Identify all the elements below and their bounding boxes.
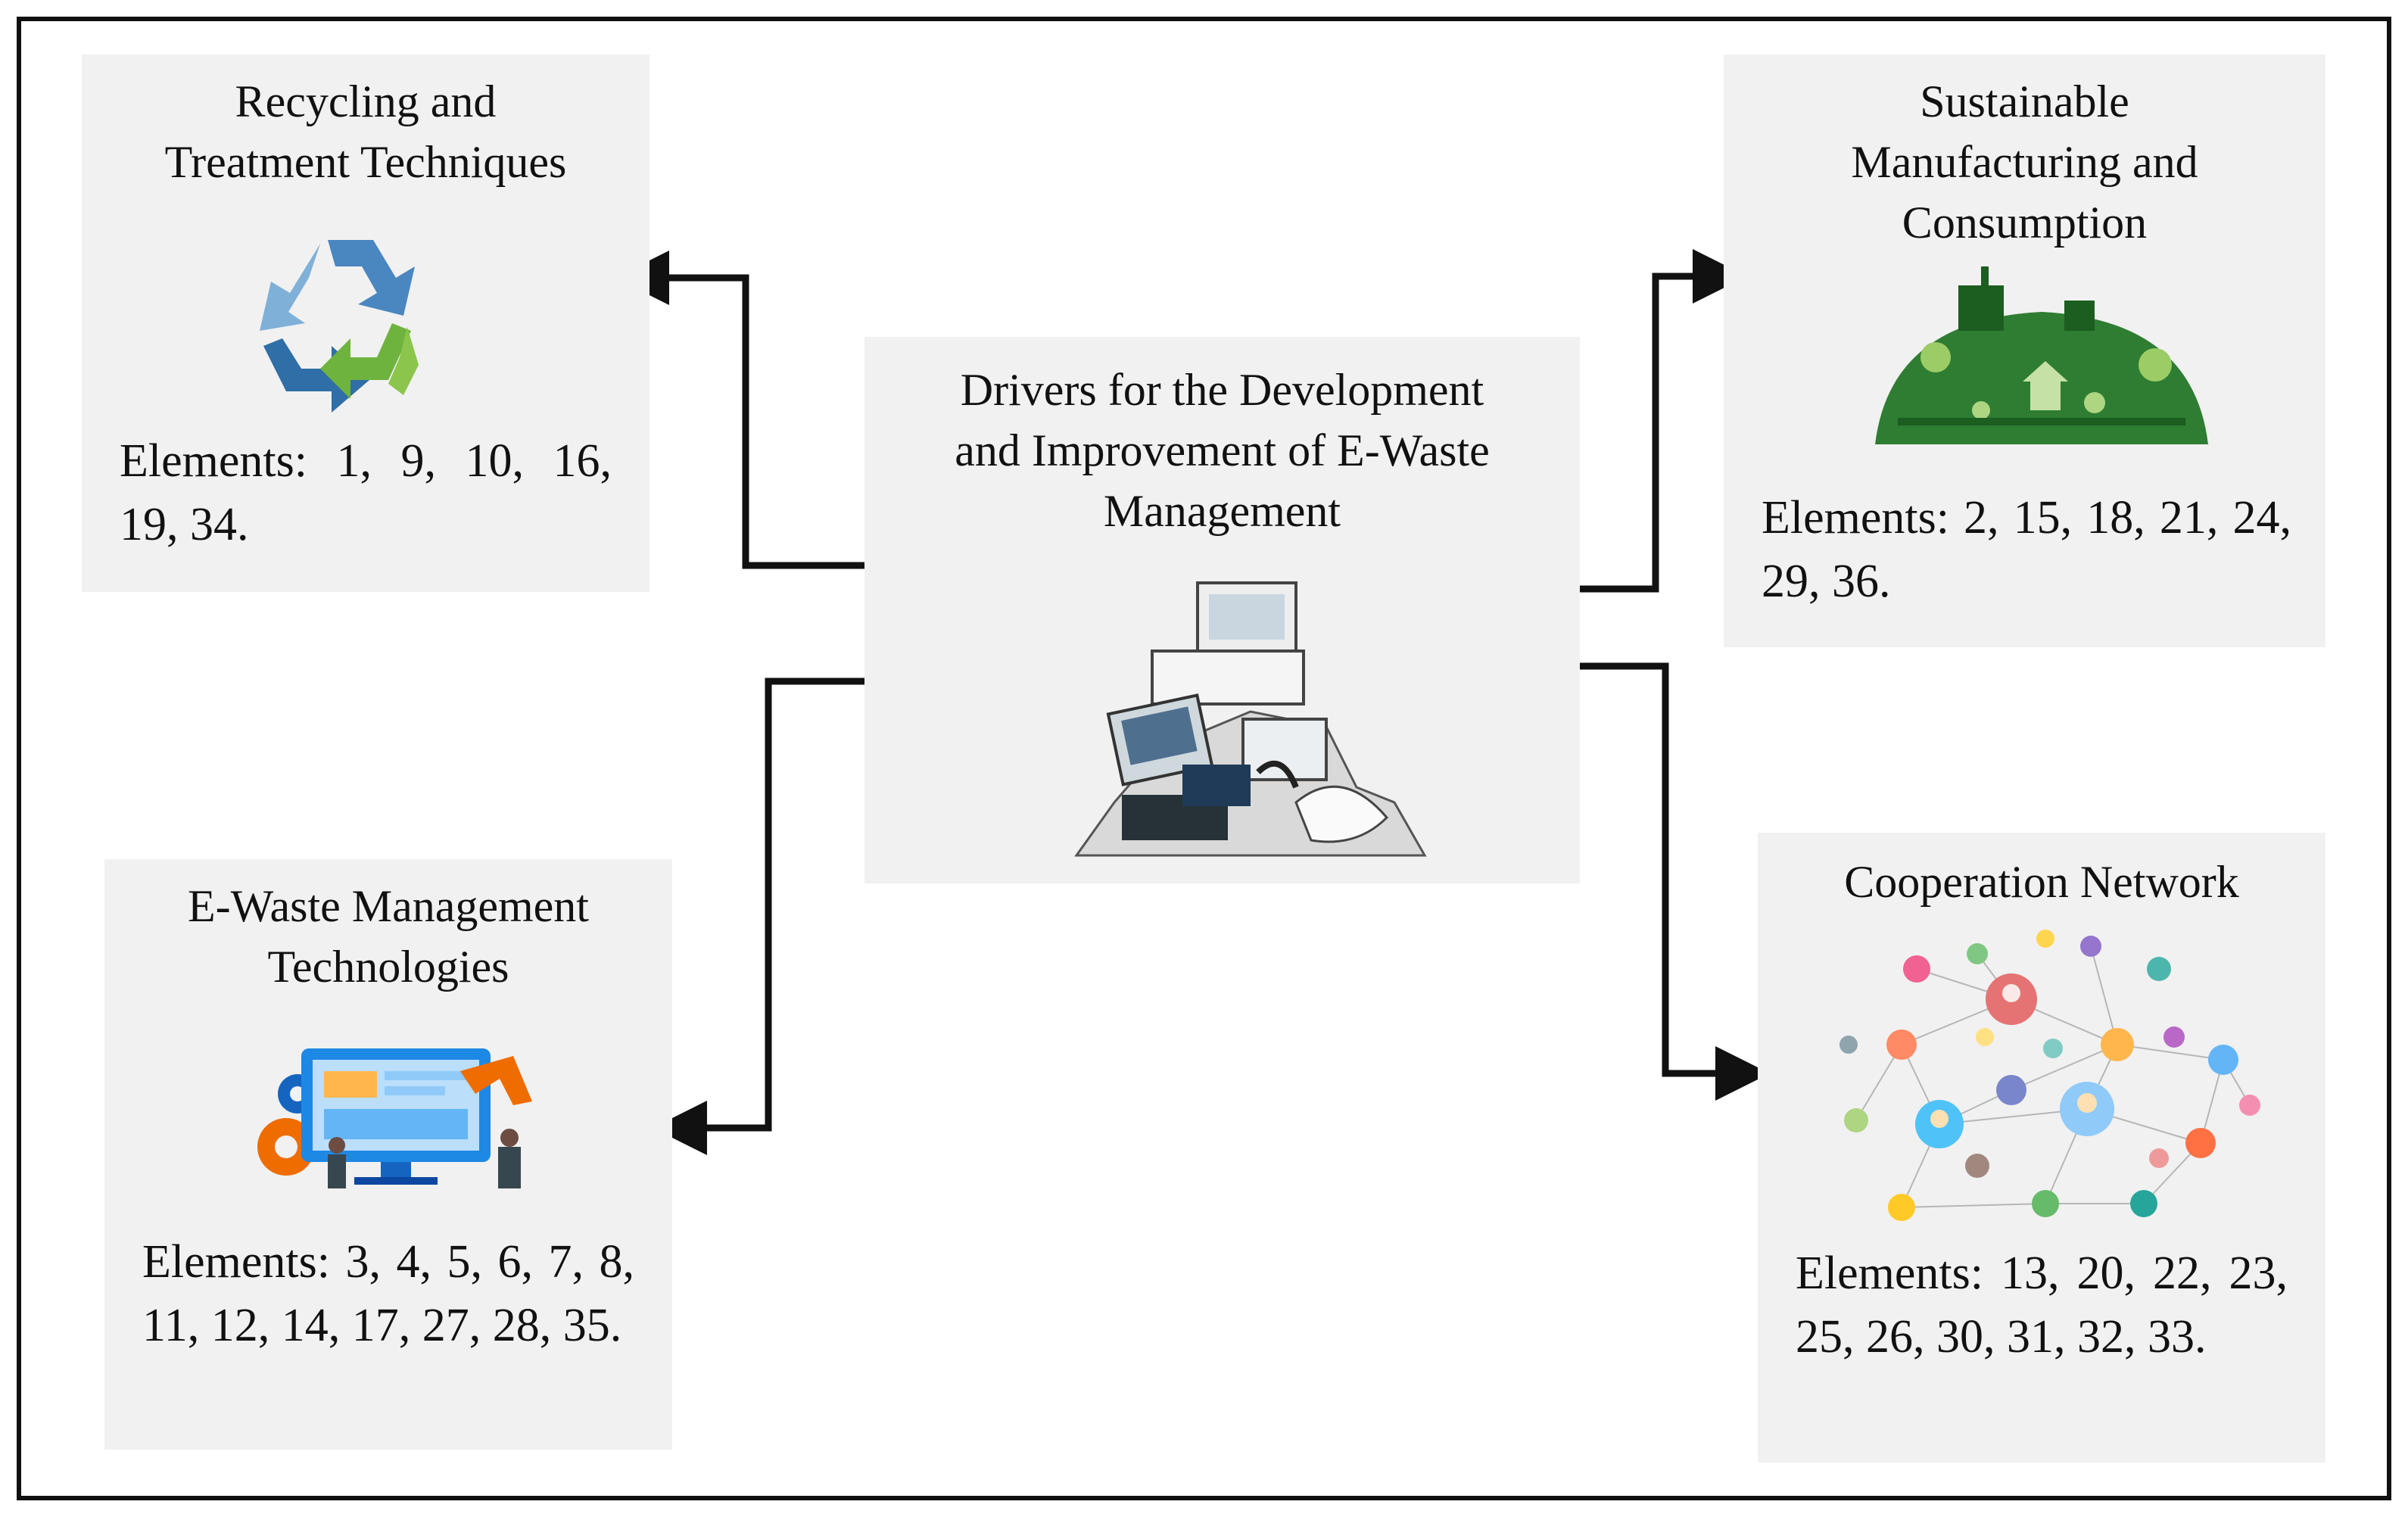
arrow-to-sustainable [1578, 249, 1747, 593]
arrow-to-technologies [653, 678, 876, 1155]
sustainable-box: Sustainable Manufacturing and Consumptio… [1724, 55, 2325, 647]
sustainable-elements: Elements: 2, 15, 18, 21, 24, 29, 36. [1762, 492, 2291, 607]
technology-monitor-icon [257, 1048, 532, 1188]
diagram-frame [17, 17, 2391, 1500]
recycling-box: Recycling and Treatment Techniques Eleme… [82, 55, 650, 592]
arrow-to-cooperation [1578, 662, 1770, 1101]
arrow-to-recycling [615, 251, 864, 569]
cooperation-box: Cooperation Network [1758, 833, 2325, 1462]
recycle-icon [260, 240, 419, 413]
center-box: Drivers for the Development and Improvem… [864, 337, 1580, 883]
technologies-elements: Elements: 3, 4, 5, 6, 7, 8, 11, 12, 14, … [142, 1236, 634, 1351]
cooperation-elements: Elements: 13, 20, 22, 23, 25, 26, 30, 31… [1796, 1248, 2288, 1363]
sustainable-title: Sustainable Manufacturing and Consumptio… [1851, 76, 2198, 248]
cooperation-title: Cooperation Network [1844, 857, 2239, 907]
people-network-icon [1839, 930, 2260, 1221]
technologies-title: E-Waste Management Technologies [188, 881, 589, 992]
recycling-elements: Elements: 1, 9, 10, 16, 19, 34. [120, 435, 612, 550]
green-city-icon [1875, 266, 2208, 444]
recycling-title: Recycling and Treatment Techniques [164, 76, 567, 187]
technologies-box: E-Waste Management Technologies Elements… [104, 859, 672, 1450]
e-waste-pile-icon [1074, 581, 1427, 857]
center-title: Drivers for the Development and Improvem… [955, 365, 1490, 536]
